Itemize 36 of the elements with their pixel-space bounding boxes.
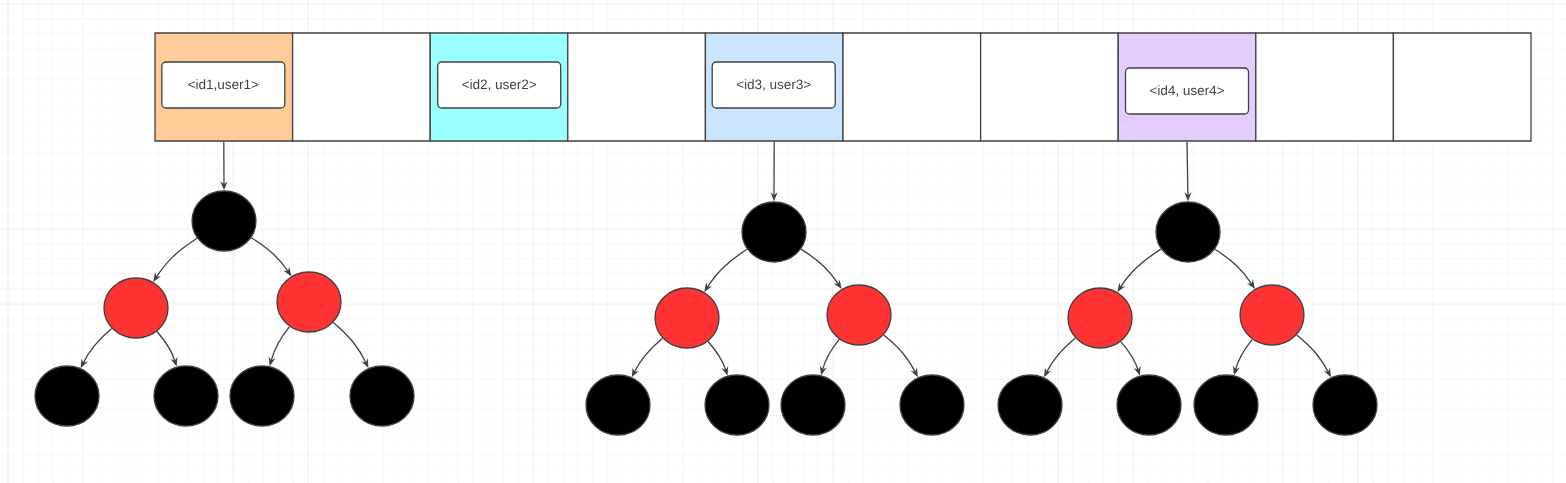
array-cell xyxy=(979,32,1119,142)
tree-node xyxy=(153,365,219,427)
entry-box: <id3, user3> xyxy=(711,61,836,109)
tree-node xyxy=(229,365,295,427)
entry-box: <id2, user2> xyxy=(437,61,562,109)
tree-node xyxy=(1193,374,1259,436)
tree-node xyxy=(1239,284,1305,346)
tree-node xyxy=(997,374,1063,436)
tree-node xyxy=(34,365,100,427)
tree-node xyxy=(654,287,720,349)
tree-node xyxy=(826,284,892,346)
tree-node xyxy=(741,201,807,263)
array-cell xyxy=(1255,32,1395,142)
entry-box: <id1,user1> xyxy=(161,61,286,109)
tree-node xyxy=(276,271,342,333)
tree-node xyxy=(899,374,965,436)
tree-node xyxy=(1116,374,1182,436)
tree-node xyxy=(1067,287,1133,349)
tree-node xyxy=(585,374,651,436)
array-cell xyxy=(842,32,982,142)
arrow xyxy=(1117,248,1162,292)
entry-box: <id4, user4> xyxy=(1124,67,1250,115)
tree-node xyxy=(191,190,257,252)
tree-node xyxy=(704,374,770,436)
array-cell xyxy=(1392,32,1532,142)
arrow xyxy=(800,248,842,289)
arrow xyxy=(1214,248,1255,289)
tree-node xyxy=(1312,374,1378,436)
tree-node xyxy=(1155,201,1221,263)
tree-node xyxy=(780,374,846,436)
tree-node xyxy=(103,277,169,339)
array-cell xyxy=(291,32,431,142)
tree-node xyxy=(349,365,415,427)
array-cell xyxy=(567,32,707,142)
arrow xyxy=(704,248,748,292)
arrow xyxy=(153,237,198,282)
